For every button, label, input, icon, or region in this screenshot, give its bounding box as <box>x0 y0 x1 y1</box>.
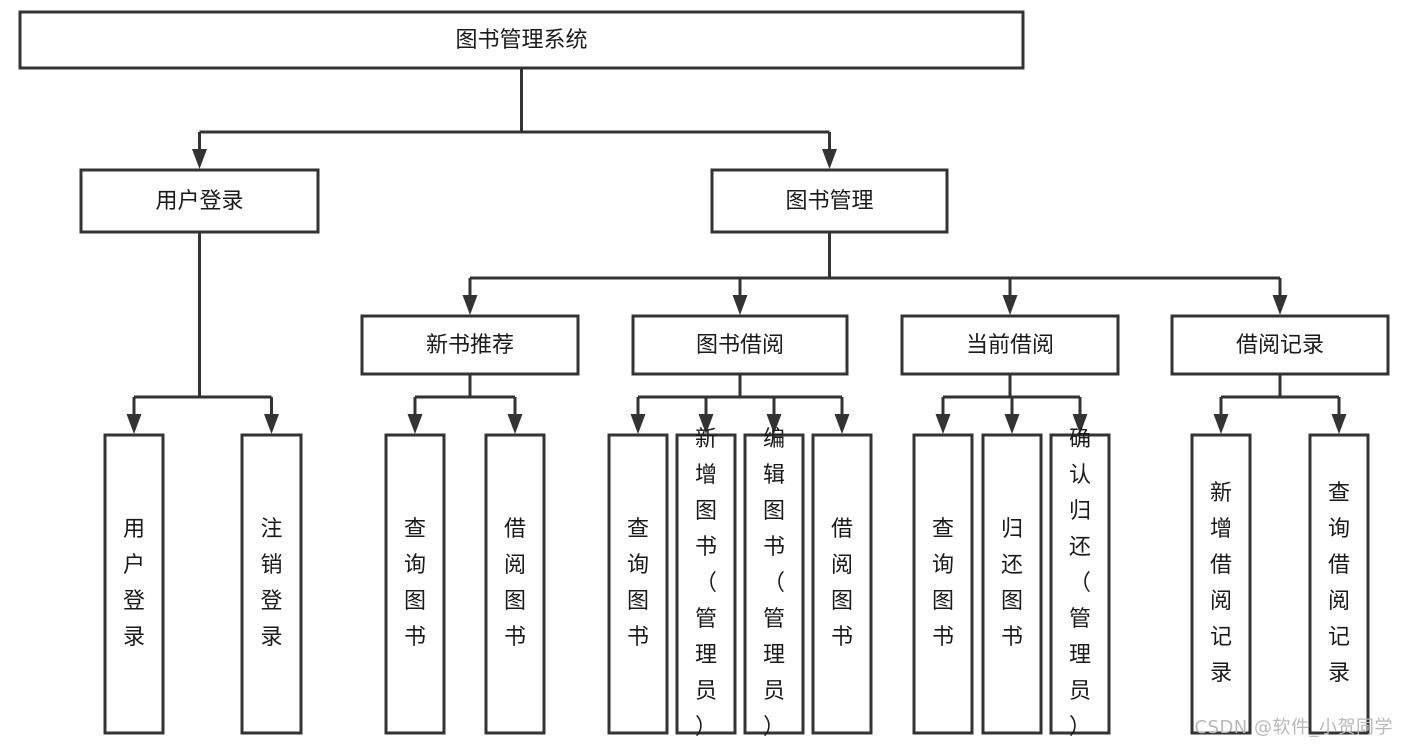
node-box[interactable] <box>240 433 303 735</box>
node-box[interactable] <box>103 433 165 735</box>
diagram-node[interactable]: 图书管理系统 <box>18 10 1025 70</box>
diagram-node[interactable]: 图书借阅 <box>631 314 849 376</box>
node-box[interactable] <box>912 433 974 735</box>
node-box[interactable] <box>1308 433 1370 735</box>
node-label: 图书管理系统 <box>455 28 587 53</box>
arrow-head-icon <box>1004 414 1020 434</box>
diagram-node[interactable]: 新书推荐 <box>360 314 580 376</box>
diagram-node[interactable]: 注销登录 <box>240 433 303 735</box>
edge-group <box>462 232 1288 315</box>
diagram-node[interactable]: 当前借阅 <box>900 314 1120 376</box>
arrow-head-icon <box>822 149 837 169</box>
arrow-head-icon <box>732 295 748 315</box>
diagram-node[interactable]: 归还图书 <box>981 433 1043 735</box>
diagram-node[interactable]: 新增图书（管理员） <box>675 427 737 740</box>
node-label: 用户登录 <box>123 517 145 650</box>
edge-group <box>126 232 279 434</box>
diagram-node[interactable]: 查询借阅记录 <box>1308 433 1370 735</box>
diagram-node[interactable]: 用户登录 <box>79 168 320 234</box>
node-box[interactable] <box>607 433 669 735</box>
diagram-node[interactable]: 编辑图书（管理员） <box>743 427 805 740</box>
diagram-node[interactable]: 借阅记录 <box>1170 314 1390 376</box>
arrow-head-icon <box>630 414 646 434</box>
node-box[interactable] <box>675 433 737 735</box>
node-box[interactable] <box>710 168 949 234</box>
node-box[interactable] <box>384 433 446 735</box>
arrow-head-icon <box>407 414 423 434</box>
nodes-layer: 图书管理系统用户登录图书管理新书推荐图书借阅当前借阅借阅记录用户登录注销登录查询… <box>18 10 1390 740</box>
node-label: 借阅图书 <box>831 517 853 650</box>
arrow-head-icon <box>935 414 951 434</box>
node-label: 借阅记录 <box>1236 333 1324 358</box>
edge-group <box>192 68 837 169</box>
node-box[interactable] <box>743 433 805 735</box>
node-box[interactable] <box>811 433 873 735</box>
node-label: 确认归还（管理员） <box>1069 427 1091 740</box>
arrow-head-icon <box>192 149 207 169</box>
node-box[interactable] <box>79 168 320 234</box>
arrow-head-icon <box>1272 295 1288 315</box>
node-box[interactable] <box>1190 433 1252 735</box>
diagram-node[interactable]: 查询图书 <box>912 433 974 735</box>
diagram-node[interactable]: 用户登录 <box>103 433 165 735</box>
arrow-head-icon <box>1072 414 1088 434</box>
node-label: 借阅图书 <box>504 517 526 650</box>
node-label: 编辑图书（管理员） <box>763 427 785 740</box>
node-label: 注销登录 <box>260 517 282 650</box>
arrow-head-icon <box>698 414 714 434</box>
diagram-node[interactable]: 确认归还（管理员） <box>1049 427 1111 740</box>
node-label: 新增借阅记录 <box>1210 481 1232 686</box>
edge-group <box>935 374 1088 434</box>
node-label: 新增图书（管理员） <box>695 427 717 740</box>
node-label: 图书管理 <box>785 189 873 214</box>
diagram-node[interactable]: 查询图书 <box>607 433 669 735</box>
diagram-node[interactable]: 借阅图书 <box>811 433 873 735</box>
arrow-head-icon <box>507 414 523 434</box>
diagram-node[interactable]: 借阅图书 <box>484 433 546 735</box>
arrow-head-icon <box>1331 414 1347 434</box>
arrow-head-icon <box>834 414 850 434</box>
edge-group <box>407 374 523 434</box>
node-box[interactable] <box>484 433 546 735</box>
diagram-node[interactable]: 新增借阅记录 <box>1190 433 1252 735</box>
edges-layer <box>126 68 1347 434</box>
arrow-head-icon <box>1002 295 1018 315</box>
node-label: 查询图书 <box>627 517 649 650</box>
node-box[interactable] <box>900 314 1120 376</box>
node-label: 新书推荐 <box>426 333 514 358</box>
node-box[interactable] <box>981 433 1043 735</box>
node-box[interactable] <box>631 314 849 376</box>
arrow-head-icon <box>462 295 478 315</box>
node-box[interactable] <box>1170 314 1390 376</box>
edge-group <box>1213 374 1347 434</box>
node-box[interactable] <box>360 314 580 376</box>
arrow-head-icon <box>126 414 142 434</box>
node-label: 图书借阅 <box>696 333 784 358</box>
node-box[interactable] <box>18 10 1025 70</box>
edge-group <box>630 374 850 434</box>
node-label: 查询借阅记录 <box>1328 481 1350 686</box>
node-label: 归还图书 <box>1001 517 1023 650</box>
watermark-label: CSDN @软件_小贺同学 <box>1194 717 1393 738</box>
node-label: 用户登录 <box>155 189 243 214</box>
arrow-head-icon <box>264 414 279 434</box>
diagram-node[interactable]: 查询图书 <box>384 433 446 735</box>
node-box[interactable] <box>1049 433 1111 735</box>
node-label: 查询图书 <box>932 517 954 650</box>
arrow-head-icon <box>766 414 782 434</box>
node-label: 当前借阅 <box>966 333 1054 358</box>
diagram-node[interactable]: 图书管理 <box>710 168 949 234</box>
node-label: 查询图书 <box>404 517 426 650</box>
arrow-head-icon <box>1213 414 1229 434</box>
